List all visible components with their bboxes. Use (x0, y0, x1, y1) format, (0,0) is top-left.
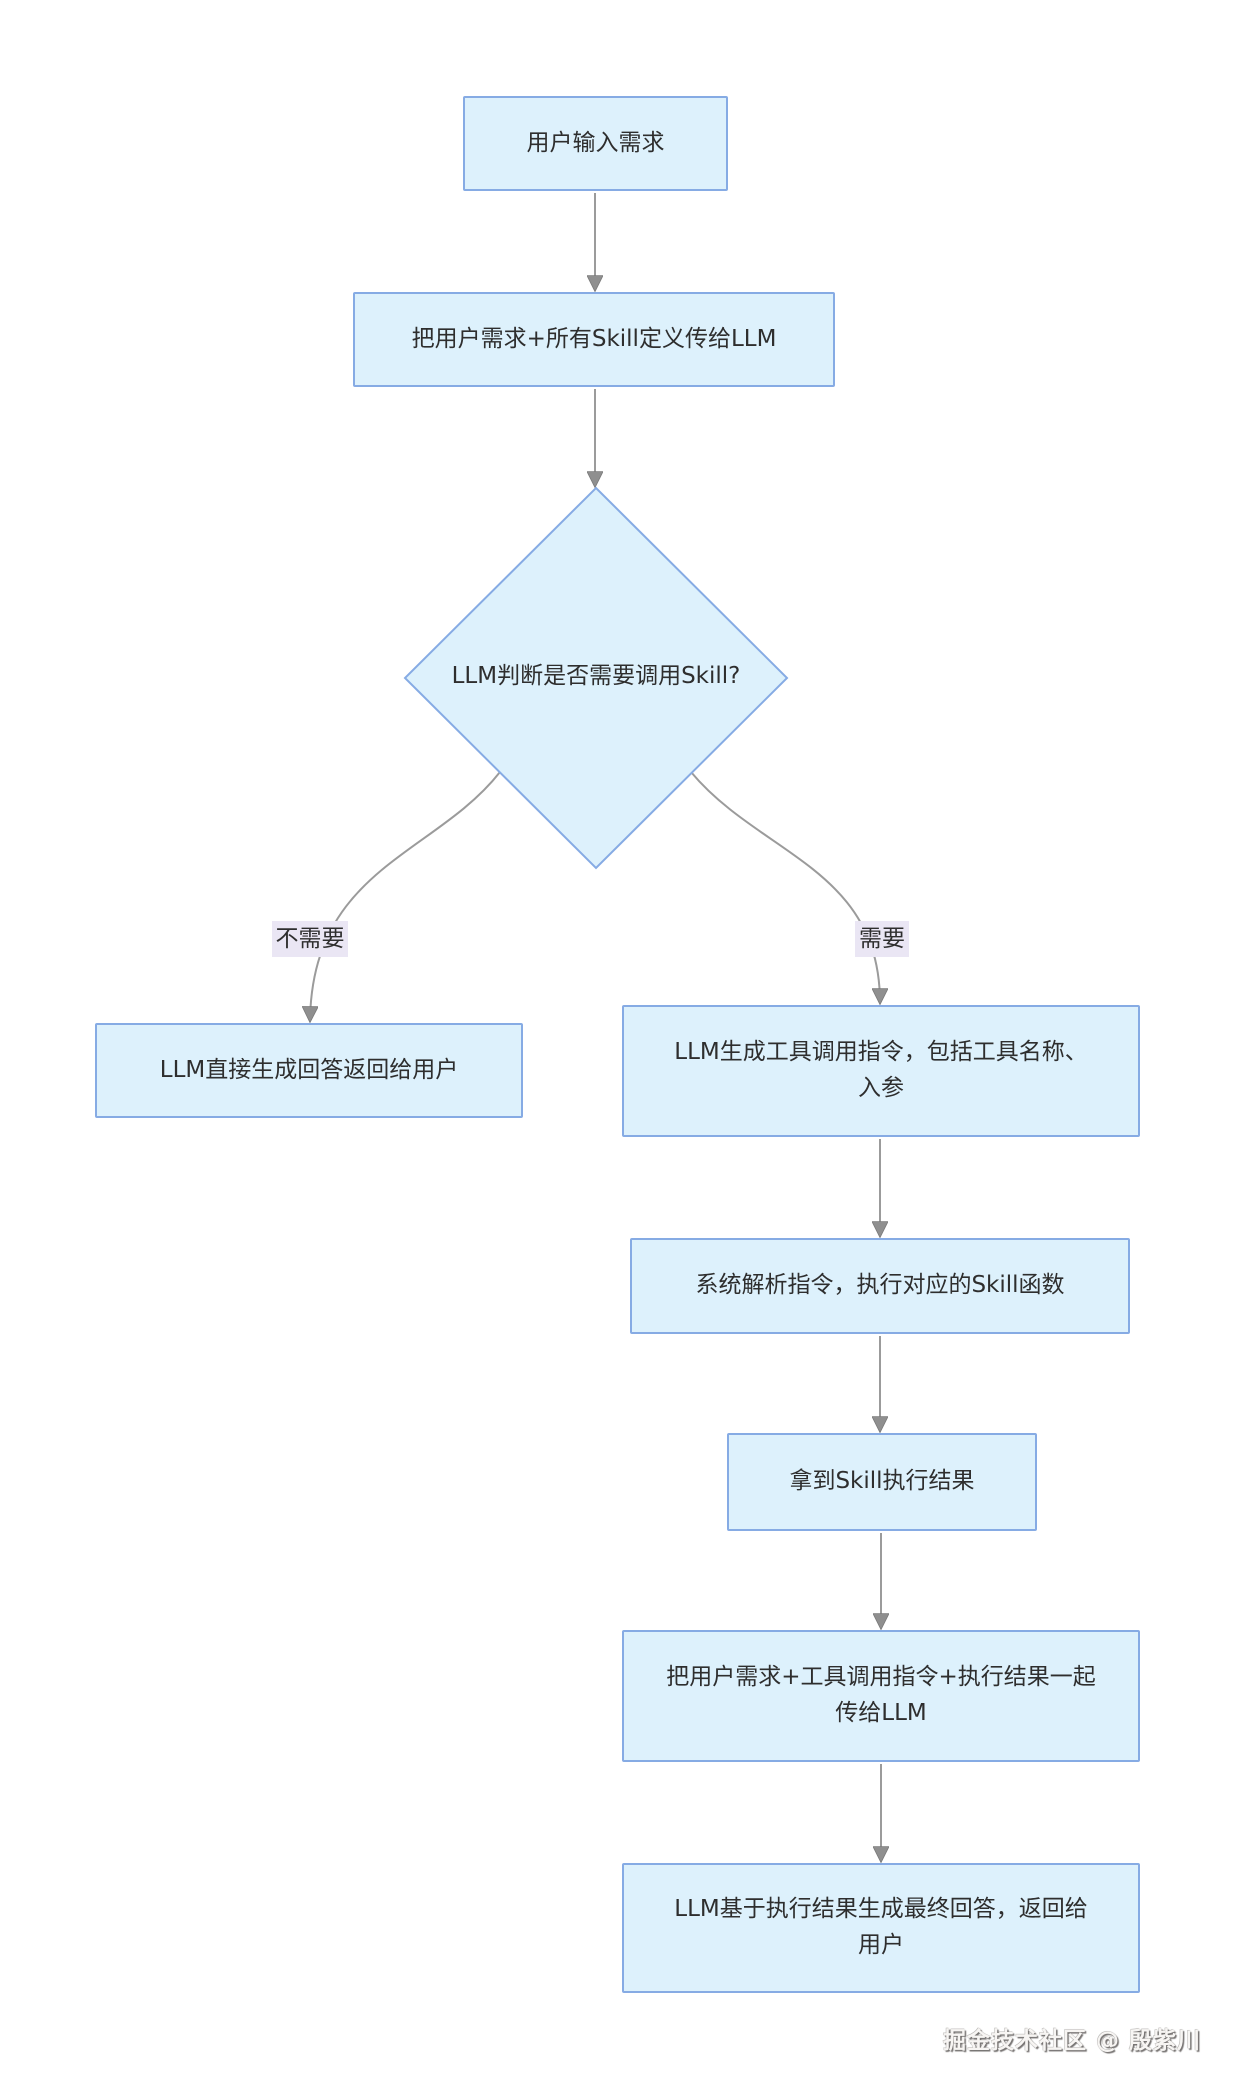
node-pass-back-label: 把用户需求+工具调用指令+执行结果一起传给LLM (666, 1664, 1096, 1726)
watermark: 掘金技术社区 @ 殷紫川 (942, 2028, 1201, 2054)
node-decision-label: LLM判断是否需要调用Skill? (451, 663, 741, 689)
node-exec-skill: 系统解析指令，执行对应的Skill函数 (630, 1238, 1130, 1334)
node-direct-answer: LLM直接生成回答返回给用户 (95, 1023, 523, 1118)
node-start-label: 用户输入需求 (526, 129, 665, 156)
node-exec-skill-label: 系统解析指令，执行对应的Skill函数 (695, 1272, 1065, 1299)
edge-label-no: 不需要 (272, 921, 348, 957)
node-get-result: 拿到Skill执行结果 (727, 1433, 1037, 1531)
node-final-answer: LLM基于执行结果生成最终回答，返回给用户 (622, 1863, 1140, 1993)
node-gen-tool-call: LLM生成工具调用指令，包括工具名称、入参 (622, 1005, 1140, 1137)
node-direct-answer-label: LLM直接生成回答返回给用户 (159, 1056, 459, 1083)
decision-node-shape (403, 486, 789, 870)
node-gen-tool-call-label: LLM生成工具调用指令，包括工具名称、入参 (674, 1039, 1088, 1101)
node-final-answer-label: LLM基于执行结果生成最终回答，返回给用户 (674, 1896, 1088, 1958)
node-pass-to-llm-label: 把用户需求+所有Skill定义传给LLM (411, 325, 777, 352)
node-start: 用户输入需求 (463, 96, 728, 191)
node-pass-to-llm: 把用户需求+所有Skill定义传给LLM (353, 292, 835, 387)
arrow-decision-no (310, 771, 501, 1021)
node-get-result-label: 拿到Skill执行结果 (789, 1468, 975, 1495)
node-pass-back: 把用户需求+工具调用指令+执行结果一起传给LLM (622, 1630, 1140, 1762)
arrow-decision-yes (690, 771, 880, 1003)
edge-label-yes: 需要 (855, 921, 909, 957)
